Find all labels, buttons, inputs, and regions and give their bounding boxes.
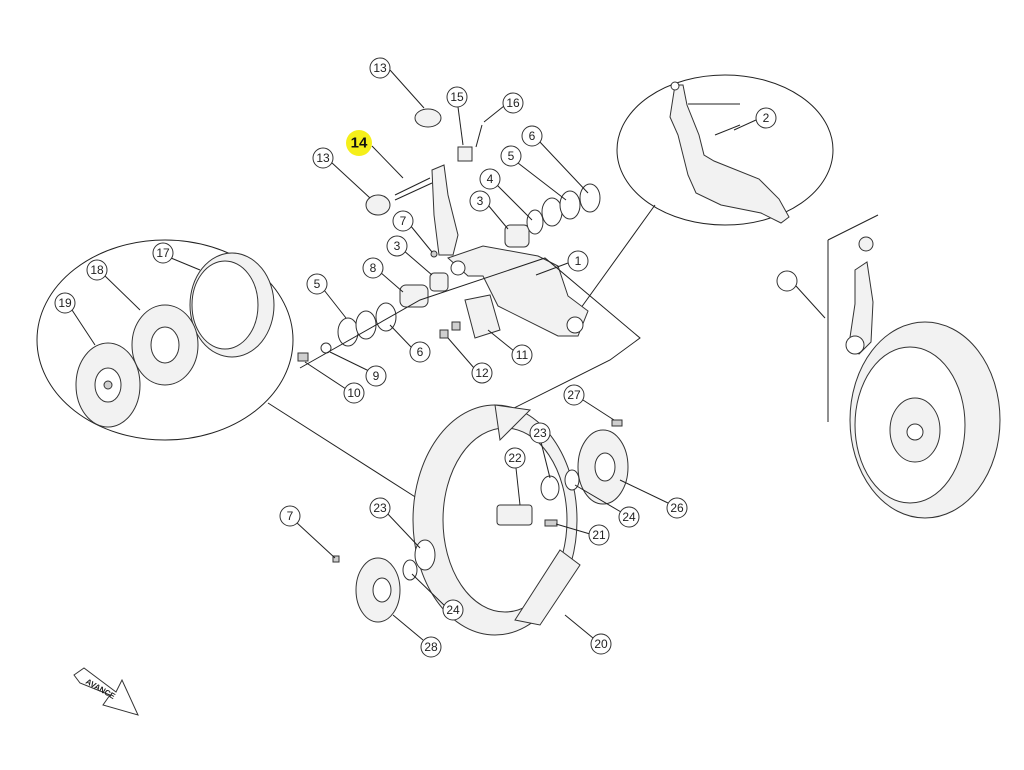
detail-bubble-wheel-parts: [36, 239, 421, 501]
callout-23-right-label: 23: [533, 426, 547, 440]
callout-17[interactable]: [152, 242, 174, 264]
callout-5-left-label: 5: [314, 277, 321, 291]
callout-23-left-label: 23: [373, 501, 387, 515]
assembled-view: [827, 214, 1001, 519]
callout-23-right[interactable]: [529, 422, 551, 444]
callout-25[interactable]: [666, 497, 688, 519]
callout-4-label: 4: [487, 172, 494, 186]
callout-6-left[interactable]: [409, 341, 431, 363]
callout-16[interactable]: [502, 92, 524, 114]
callout-28[interactable]: [776, 270, 798, 292]
callout-3-top[interactable]: [469, 190, 491, 212]
callout-13-left-label: 13: [316, 151, 330, 165]
callout-22[interactable]: [504, 447, 526, 469]
callout-27-label: 28: [424, 640, 438, 654]
callout-18[interactable]: [86, 259, 108, 281]
callout-19[interactable]: [54, 292, 76, 314]
callout-8[interactable]: [362, 257, 384, 279]
callout-6-top[interactable]: [521, 125, 543, 147]
callout-11[interactable]: [511, 344, 533, 366]
callout-12[interactable]: [471, 362, 493, 384]
callout-14-label: 14: [351, 135, 368, 152]
callout-26-label: 27: [567, 388, 581, 402]
callout-1[interactable]: [567, 250, 589, 272]
callout-24-left[interactable]: [442, 599, 464, 621]
callout-6-left-label: 6: [417, 345, 424, 359]
callout-5-top-label: 5: [508, 149, 515, 163]
callout-10[interactable]: [343, 382, 365, 404]
detail-bubble-part-2: [577, 74, 834, 313]
callout-2-label: 2: [763, 111, 770, 125]
callout-25-label: 26: [670, 501, 684, 515]
callout-18-label: 18: [90, 263, 104, 277]
callout-2[interactable]: [755, 107, 777, 129]
callout-22-label: 22: [508, 451, 522, 465]
callout-15[interactable]: [446, 86, 468, 108]
callout-7-top-label: 7: [400, 214, 407, 228]
callout-5-left[interactable]: [306, 273, 328, 295]
callout-13-top-label: 13: [373, 61, 387, 75]
callout-3-top-label: 3: [477, 194, 484, 208]
callout-13-top[interactable]: [369, 57, 391, 79]
callout-21[interactable]: [588, 524, 610, 546]
callout-9[interactable]: [365, 365, 387, 387]
callout-7-top[interactable]: [392, 210, 414, 232]
callout-24-right-label: 24: [622, 510, 636, 524]
callout-16-label: 16: [506, 96, 520, 110]
callout-21-label: 21: [592, 528, 606, 542]
callout-5-top[interactable]: [500, 145, 522, 167]
callout-24-right[interactable]: [618, 506, 640, 528]
callout-6-top-label: 6: [529, 129, 536, 143]
callout-20[interactable]: [590, 633, 612, 655]
callout-markers: 13 15 16 14 13 6 5 4 3 7 3 8: [54, 57, 826, 658]
callout-1-label: 1: [575, 254, 582, 268]
callout-20-label: 20: [594, 637, 608, 651]
callout-7-bottom-label: 7: [287, 509, 294, 523]
callout-26[interactable]: [563, 384, 585, 406]
callout-12-label: 12: [475, 366, 489, 380]
callout-27[interactable]: [420, 636, 442, 658]
callout-14-highlighted[interactable]: [346, 130, 372, 156]
callout-13-left[interactable]: [312, 147, 334, 169]
callout-3-mid[interactable]: [386, 235, 408, 257]
callout-10-label: 10: [347, 386, 361, 400]
callout-19-label: 19: [58, 296, 72, 310]
callout-24-left-label: 24: [446, 603, 460, 617]
callout-9-label: 9: [373, 369, 380, 383]
callout-23-left[interactable]: [369, 497, 391, 519]
callout-3-mid-label: 3: [394, 239, 401, 253]
callout-8-label: 8: [370, 261, 377, 275]
main-wheel: [332, 404, 629, 636]
callout-11-label: 11: [516, 348, 529, 362]
direction-arrow: AVANCE: [73, 667, 139, 716]
callout-15-label: 15: [450, 90, 464, 104]
callout-17-label: 17: [156, 246, 170, 260]
callout-7-bottom[interactable]: [279, 505, 301, 527]
callout-4[interactable]: [479, 168, 501, 190]
